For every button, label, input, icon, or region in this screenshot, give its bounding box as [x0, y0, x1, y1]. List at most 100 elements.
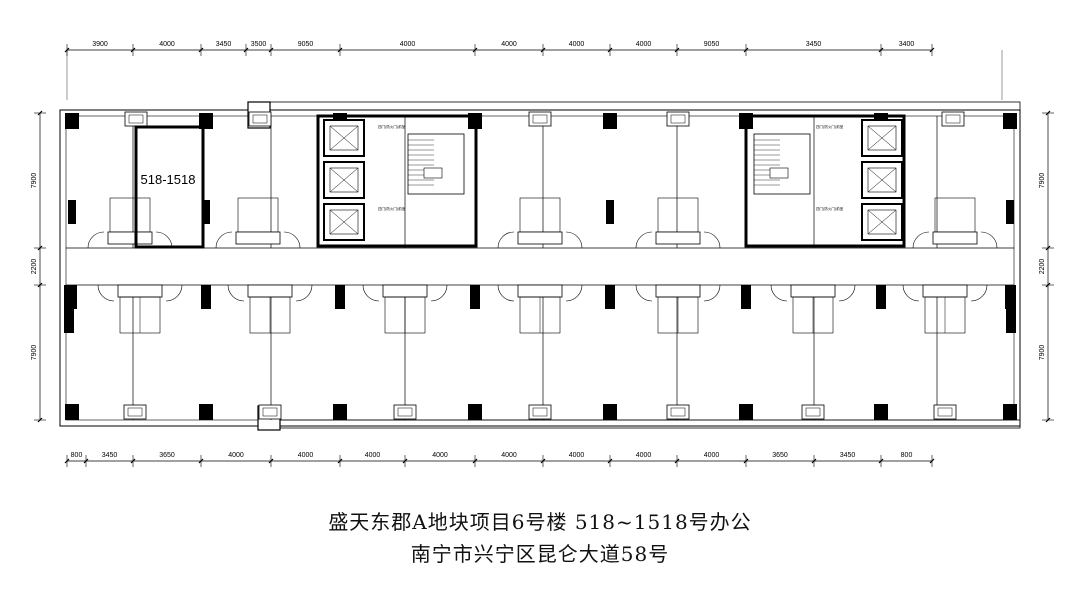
north-window-inner — [670, 114, 686, 124]
south-sink — [517, 284, 563, 298]
stair-note: 四门(防火门)前室 — [816, 124, 844, 129]
top-dimension-tick-mark — [243, 47, 249, 53]
top-dimension-label: 4000 — [569, 41, 585, 48]
top-dimension-label: 4000 — [636, 41, 652, 48]
north-door-swing — [912, 231, 930, 249]
column-end-east — [1006, 285, 1016, 333]
top-dimension-tick-mark — [929, 47, 935, 53]
south-window-inner — [532, 407, 548, 417]
elevator-car — [329, 125, 359, 151]
south-window-inner — [262, 407, 278, 417]
column-south — [603, 404, 617, 420]
top-dimension-tick-mark — [607, 47, 613, 53]
north-window — [124, 111, 148, 127]
column-south — [468, 404, 482, 420]
stair-note: 四门(防火门)前室 — [816, 206, 844, 211]
column-corridor-north — [202, 200, 210, 224]
column-south — [1003, 404, 1017, 420]
bottom-dimension-tick-mark — [337, 458, 343, 464]
bottom-dimension-tick-mark — [878, 458, 884, 464]
elevator-car — [867, 125, 897, 151]
bottom-dimension-tick-mark — [929, 458, 935, 464]
right-dimension-label: 7900 — [1039, 345, 1046, 361]
room-partitions — [132, 116, 938, 420]
north-fixture-box — [109, 197, 151, 233]
bottom-dimension-label: 3650 — [772, 452, 788, 459]
top-dimension-label: 3900 — [92, 41, 108, 48]
south-sink — [922, 284, 968, 298]
bottom-dimension-label: 4000 — [704, 452, 720, 459]
right-dimension-tick-mark — [1045, 245, 1051, 251]
elevator-x — [329, 125, 359, 151]
column-corridor-south — [741, 285, 751, 309]
north-window — [941, 111, 965, 127]
top-dimension-label: 4000 — [501, 41, 517, 48]
south-window — [393, 404, 417, 420]
right-dimension-label: 7900 — [1039, 173, 1046, 189]
bottom-dimension-tick-mark — [674, 458, 680, 464]
north-door-swing — [215, 231, 233, 249]
south-window-inner — [397, 407, 413, 417]
stair — [753, 133, 811, 195]
left-dimension-tick-mark — [37, 417, 43, 423]
top-dimension-tick-mark — [130, 47, 136, 53]
north-fixture-box — [934, 197, 976, 233]
column-north — [65, 113, 79, 129]
south-window — [666, 404, 690, 420]
south-window — [258, 404, 282, 420]
top-dimension-tick-mark — [198, 47, 204, 53]
stair-note: 四门(防火门)前室 — [378, 124, 406, 129]
bottom-dimension-label: 3450 — [102, 452, 118, 459]
bottom-dimension-tick-mark — [198, 458, 204, 464]
column-south — [65, 404, 79, 420]
column-corridor-south — [470, 285, 480, 309]
top-dimension-tick-mark — [743, 47, 749, 53]
south-door-swing — [838, 284, 856, 302]
bottom-dimension-label: 4000 — [228, 452, 244, 459]
bottom-dimension-label: 4000 — [636, 452, 652, 459]
bottom-dimension-tick-mark — [402, 458, 408, 464]
elevator-x — [867, 125, 897, 151]
top-dimension-label: 4000 — [400, 41, 416, 48]
bottom-dimension-tick-mark — [743, 458, 749, 464]
column-south — [739, 404, 753, 420]
south-door-swing — [497, 284, 515, 302]
south-window-inner — [805, 407, 821, 417]
north-window — [666, 111, 690, 127]
elevator-car — [867, 167, 897, 193]
bottom-dimension-label: 4000 — [569, 452, 585, 459]
north-door-swing — [980, 231, 998, 249]
north-fixture-box — [657, 197, 699, 233]
elevator-car — [867, 209, 897, 235]
column-corridor-south — [876, 285, 886, 309]
north-door-swing — [497, 231, 515, 249]
bottom-dimension-label: 4000 — [365, 452, 381, 459]
top-dimension-label: 3450 — [806, 41, 822, 48]
top-dimension-label: 3400 — [899, 41, 915, 48]
north-window — [528, 111, 552, 127]
bottom-dimension-label: 800 — [71, 452, 83, 459]
window-fixtures — [87, 111, 998, 420]
north-sink — [517, 231, 563, 245]
north-door-swing — [703, 231, 721, 249]
bottom-dimension-tick-mark — [472, 458, 478, 464]
top-balcony — [269, 101, 1021, 111]
stair — [407, 133, 465, 195]
top-dimension-tick-mark — [472, 47, 478, 53]
north-fixture-box — [237, 197, 279, 233]
bottom-dimension-label: 4000 — [501, 452, 517, 459]
north-sink — [235, 231, 281, 245]
top-dimension-tick-mark — [674, 47, 680, 53]
bottom-dimension-tick-mark — [130, 458, 136, 464]
south-window-inner — [670, 407, 686, 417]
south-door-swing — [362, 284, 380, 302]
left-dimension-label: 7900 — [31, 173, 38, 189]
top-dimension-label: 4000 — [159, 41, 175, 48]
left-dimension-label: 7900 — [31, 345, 38, 361]
south-window — [528, 404, 552, 420]
north-window — [248, 111, 272, 127]
top-dimension-tick-mark — [540, 47, 546, 53]
